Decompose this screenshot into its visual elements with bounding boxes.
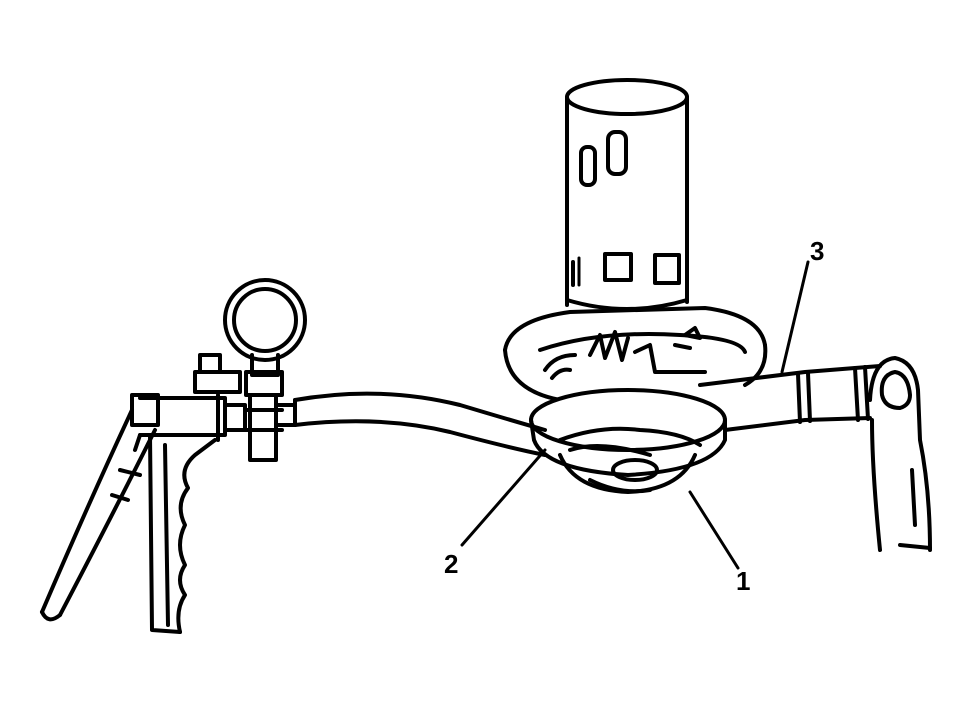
leader-line-1 (688, 490, 740, 570)
leader-lines (460, 260, 810, 570)
hand (868, 356, 932, 552)
callout-2: 2 (444, 549, 458, 579)
leader-line-2 (460, 448, 547, 547)
lower-housing (529, 388, 727, 494)
wrench-arm (698, 364, 882, 432)
upper-flange (503, 306, 768, 402)
hose (293, 391, 547, 457)
callout-3: 3 (810, 236, 824, 266)
vacuum-pump (40, 278, 307, 634)
leader-line-3 (780, 260, 810, 374)
cylinder (565, 78, 689, 311)
callout-1: 1 (736, 566, 750, 596)
